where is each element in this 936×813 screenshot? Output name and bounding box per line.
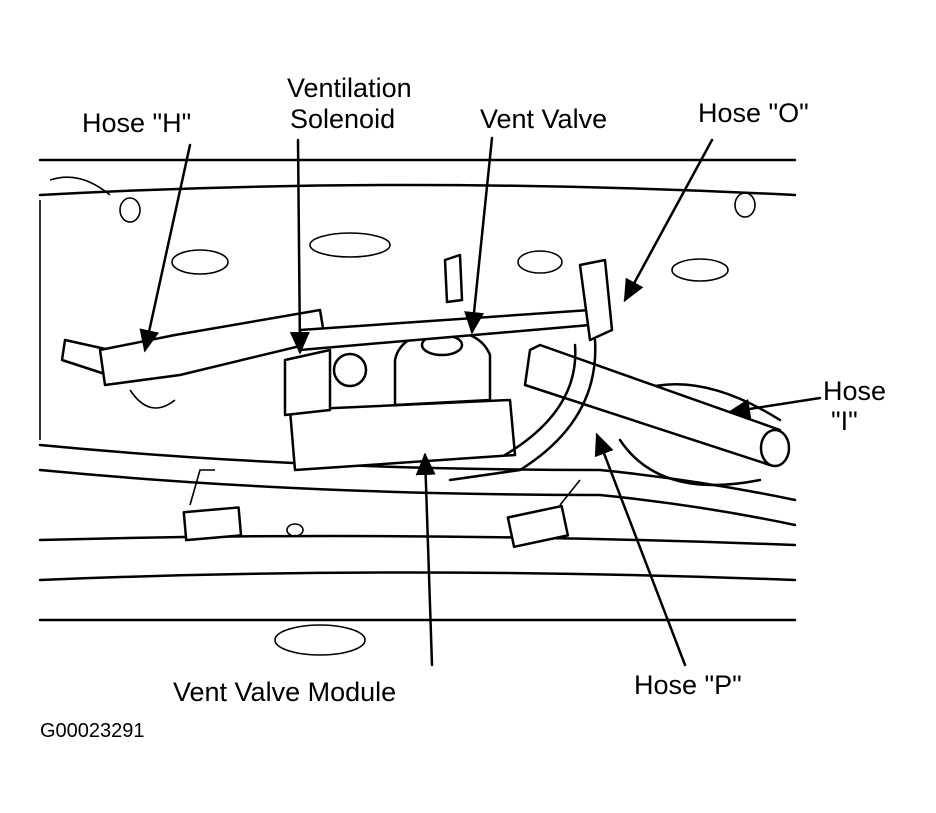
label-hose-o: Hose "O" xyxy=(698,98,809,128)
label-hose-h: Hose "H" xyxy=(82,108,192,138)
label-vent-valve: Vent Valve xyxy=(480,104,608,134)
label-vent-valve-module: Vent Valve Module xyxy=(173,677,397,707)
hoses xyxy=(448,258,791,482)
label-hose-p: Hose "P" xyxy=(634,670,742,700)
connectors xyxy=(182,469,581,549)
frame-rails xyxy=(38,158,797,656)
figure-id: G00023291 xyxy=(40,720,145,742)
label-ventilation-solenoid-line1: Ventilation xyxy=(287,73,412,103)
label-ventilation-solenoid-line2: Solenoid xyxy=(290,104,396,134)
label-hose-i-line2: "I" xyxy=(831,406,858,436)
vent-valve-module xyxy=(283,253,592,472)
leader-arrows xyxy=(139,136,822,667)
label-hose-i-line1: Hose xyxy=(823,376,887,406)
